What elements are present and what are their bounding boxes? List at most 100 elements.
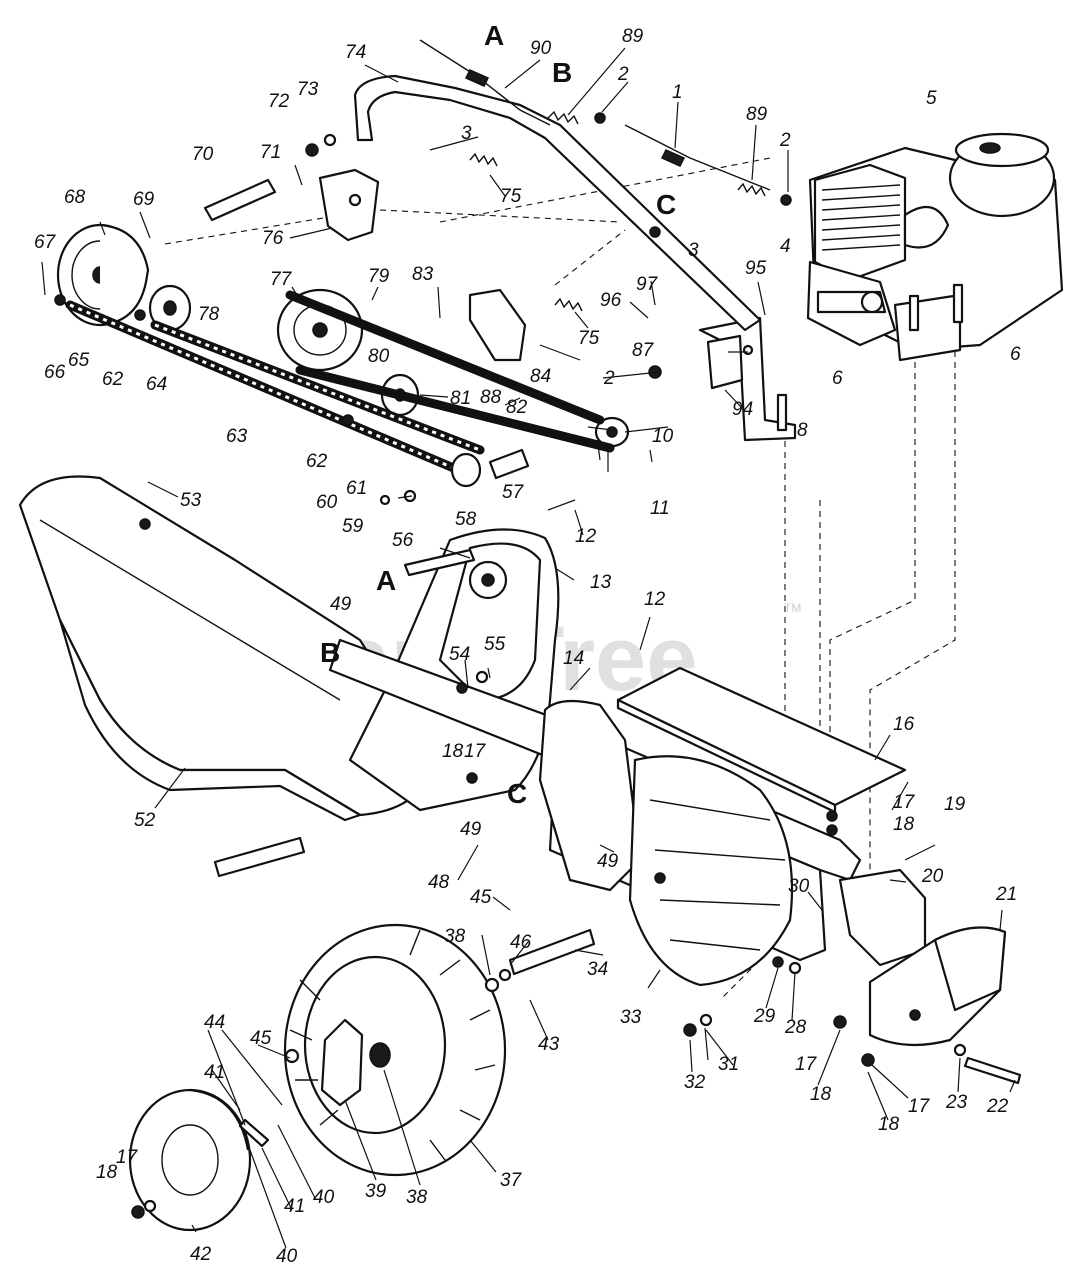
callout-40: 40 bbox=[276, 1246, 298, 1267]
handle-bracket-76[interactable] bbox=[318, 168, 380, 242]
callout-44: 44 bbox=[204, 1012, 225, 1033]
callout-78: 78 bbox=[198, 304, 220, 325]
callout-43: 43 bbox=[538, 1034, 560, 1055]
callout-20: 20 bbox=[921, 866, 944, 887]
engine[interactable] bbox=[806, 132, 1064, 362]
callout-17: 17 bbox=[116, 1147, 139, 1168]
wheel-tire[interactable] bbox=[283, 923, 507, 1177]
callout-61: 61 bbox=[346, 478, 367, 499]
callout-59: 59 bbox=[342, 516, 364, 537]
callout-60: 60 bbox=[316, 492, 338, 513]
callout-53: 53 bbox=[180, 490, 202, 511]
engine-mount-bracket[interactable] bbox=[698, 316, 797, 442]
callout-B: B bbox=[552, 57, 572, 88]
front-weight-21[interactable] bbox=[868, 926, 1007, 1047]
callout-65: 65 bbox=[68, 350, 90, 371]
callout-6: 6 bbox=[1010, 344, 1021, 365]
callout-23: 23 bbox=[945, 1092, 968, 1113]
callout-3: 3 bbox=[461, 123, 472, 144]
callout-74: 74 bbox=[345, 42, 366, 63]
callout-84: 84 bbox=[530, 366, 551, 387]
pulley-small-64[interactable] bbox=[148, 284, 192, 332]
callout-45: 45 bbox=[470, 887, 492, 908]
shaft-70[interactable] bbox=[203, 178, 277, 222]
idler-bracket-84[interactable] bbox=[468, 288, 527, 362]
pulley-80[interactable] bbox=[276, 288, 364, 372]
hitch-pin-40[interactable] bbox=[238, 1118, 270, 1148]
callout-16: 16 bbox=[893, 714, 915, 735]
callout-2: 2 bbox=[603, 368, 615, 389]
bolt-6[interactable] bbox=[908, 283, 964, 332]
callout-18: 18 bbox=[96, 1162, 118, 1183]
callout-79: 79 bbox=[368, 266, 390, 287]
callout-89: 89 bbox=[746, 104, 768, 125]
shaft-57[interactable] bbox=[488, 448, 530, 480]
callout-70: 70 bbox=[192, 144, 214, 165]
callout-69: 69 bbox=[133, 189, 155, 210]
callout-96: 96 bbox=[600, 290, 622, 311]
callout-49: 49 bbox=[597, 851, 619, 872]
callout-64: 64 bbox=[146, 374, 167, 395]
callout-77: 77 bbox=[270, 269, 293, 290]
wheel-hub-39[interactable] bbox=[320, 1018, 364, 1107]
callout-49: 49 bbox=[460, 819, 482, 840]
callout-42: 42 bbox=[190, 1244, 212, 1265]
springs[interactable] bbox=[469, 110, 766, 312]
callout-10: 10 bbox=[652, 426, 674, 447]
callout-21: 21 bbox=[995, 884, 1017, 905]
control-cables[interactable] bbox=[419, 39, 771, 191]
callout-12: 12 bbox=[644, 589, 666, 610]
callout-18: 18 bbox=[810, 1084, 832, 1105]
callout-62: 62 bbox=[102, 369, 124, 390]
callout-17: 17 bbox=[795, 1054, 818, 1075]
callout-89: 89 bbox=[622, 26, 644, 47]
callout-13: 13 bbox=[590, 572, 612, 593]
transmission-housing[interactable] bbox=[538, 699, 642, 892]
bolt-8[interactable] bbox=[776, 393, 788, 432]
callout-29: 29 bbox=[753, 1006, 776, 1027]
callout-80: 80 bbox=[368, 346, 390, 367]
callout-C: C bbox=[507, 778, 527, 809]
callout-63: 63 bbox=[226, 426, 248, 447]
callout-57: 57 bbox=[502, 482, 525, 503]
callout-45: 45 bbox=[250, 1028, 272, 1049]
callout-58: 58 bbox=[455, 509, 477, 530]
callout-18: 18 bbox=[893, 814, 915, 835]
callout-A: A bbox=[484, 20, 504, 51]
callout-82: 82 bbox=[506, 397, 528, 418]
front-bracket-20[interactable] bbox=[838, 868, 927, 967]
callout-48: 48 bbox=[428, 872, 450, 893]
callout-14: 14 bbox=[563, 648, 584, 669]
hubcap[interactable] bbox=[128, 1088, 252, 1232]
belt-63[interactable] bbox=[65, 300, 485, 488]
callout-81: 81 bbox=[450, 388, 471, 409]
callout-18: 18 bbox=[878, 1114, 900, 1135]
belt-guard[interactable] bbox=[18, 475, 422, 822]
hardware-nuts[interactable] bbox=[54, 112, 967, 1219]
callout-76: 76 bbox=[262, 228, 284, 249]
callout-67: 67 bbox=[34, 232, 57, 253]
callout-C: C bbox=[656, 189, 676, 220]
callout-73: 73 bbox=[297, 79, 319, 100]
callout-labels: A B C A B C 74 90 89 73 72 2 1 3 89 5 2 … bbox=[34, 20, 1021, 1267]
axle[interactable] bbox=[213, 836, 596, 976]
pulley-large-68[interactable] bbox=[56, 223, 150, 327]
callout-B: B bbox=[320, 637, 340, 668]
callout-49: 49 bbox=[330, 594, 352, 615]
belt-79[interactable] bbox=[285, 290, 615, 453]
bolt-22[interactable] bbox=[963, 1056, 1022, 1085]
tine-assembly[interactable] bbox=[628, 755, 794, 987]
callout-55: 55 bbox=[484, 634, 506, 655]
engine-plate[interactable] bbox=[616, 666, 907, 814]
handle-bar[interactable] bbox=[353, 74, 762, 332]
callout-18: 18 bbox=[442, 741, 464, 762]
callout-5: 5 bbox=[926, 88, 937, 109]
callout-30: 30 bbox=[788, 876, 810, 897]
callout-31: 31 bbox=[718, 1054, 739, 1075]
callout-75: 75 bbox=[578, 328, 600, 349]
watermark-tm: TM bbox=[784, 601, 801, 615]
shaft-56[interactable] bbox=[403, 548, 476, 577]
leader-lines bbox=[41, 47, 1016, 1249]
callout-6: 6 bbox=[832, 368, 843, 389]
callout-68: 68 bbox=[64, 187, 86, 208]
